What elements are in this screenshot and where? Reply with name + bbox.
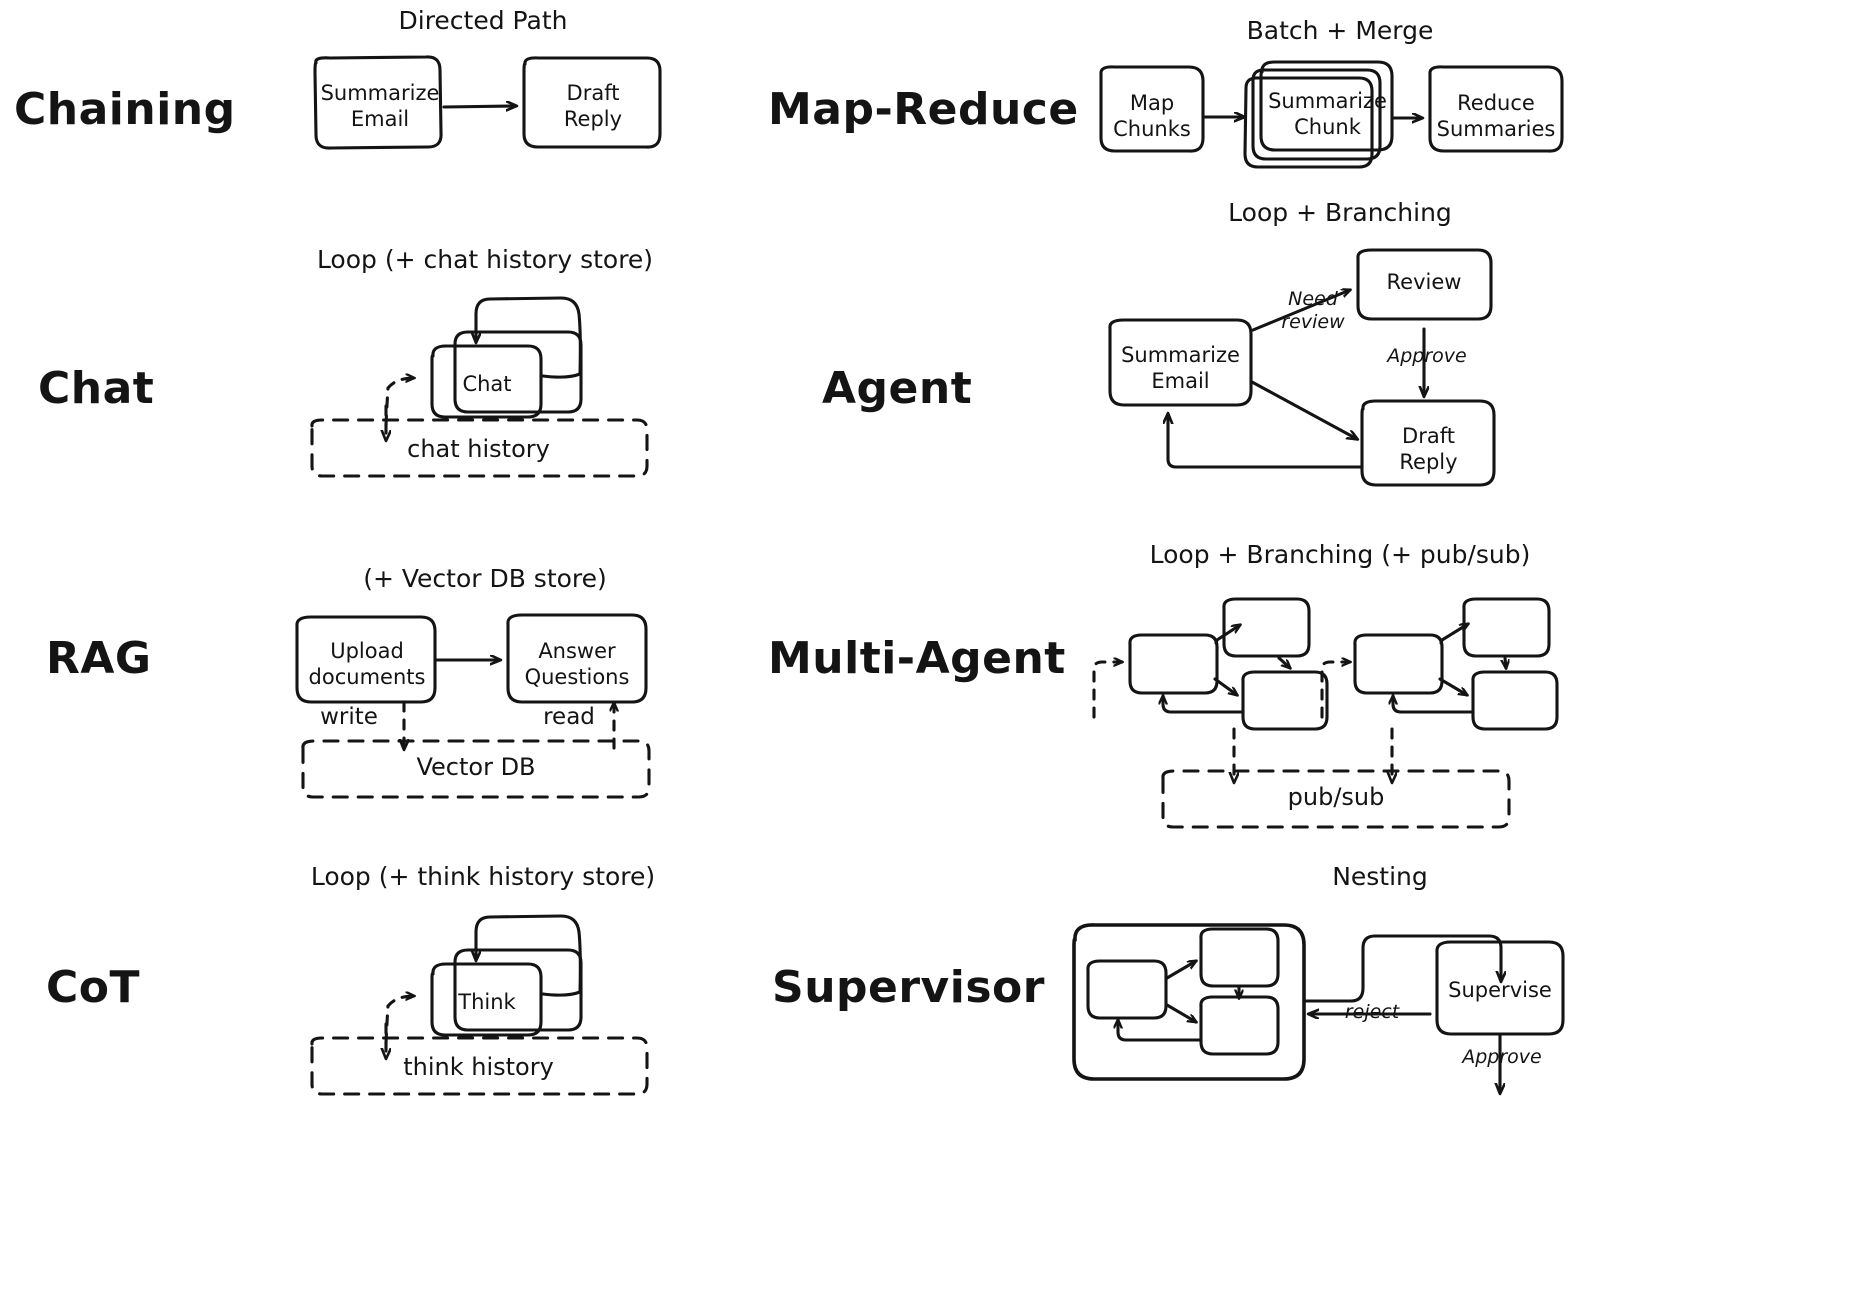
node-think-shape bbox=[430, 962, 543, 1037]
cluster1-node-left bbox=[1128, 633, 1219, 695]
node-supervise-shape bbox=[1435, 940, 1565, 1036]
edge-chat-self-loop bbox=[476, 296, 582, 379]
node-agent-draft-reply-shape bbox=[1360, 399, 1496, 487]
caption-map-reduce: Batch + Merge bbox=[1246, 16, 1434, 45]
cluster1-edge-left-to-top bbox=[1214, 625, 1240, 645]
edge-summarize-to-draft bbox=[442, 106, 516, 107]
caption-multi-agent: Loop + Branching (+ pub/sub) bbox=[1149, 540, 1531, 569]
pattern-name-supervisor: Supervisor bbox=[772, 962, 1045, 1013]
node-upload-documents-shape bbox=[295, 615, 437, 704]
cluster1-edge-left-to-right bbox=[1213, 677, 1237, 695]
caption-supervisor: Nesting bbox=[1332, 862, 1428, 891]
node-map-chunks-shape bbox=[1099, 65, 1205, 153]
cluster2-node-right bbox=[1471, 670, 1559, 731]
pattern-name-cot: CoT bbox=[46, 962, 141, 1013]
sup-edge-left-to-bottom bbox=[1165, 1003, 1196, 1022]
cluster1-edge-top-to-right bbox=[1277, 656, 1290, 668]
cluster2-edge-left-to-top bbox=[1439, 624, 1468, 645]
cluster1-node-right bbox=[1241, 670, 1329, 731]
caption-chat: Loop (+ chat history store) bbox=[316, 245, 654, 274]
edge-chat-history-read bbox=[384, 378, 414, 427]
node-draft-reply-shape bbox=[522, 56, 662, 149]
cluster2-edge-dashed-in bbox=[1320, 662, 1350, 719]
cluster2-edge-top-to-right bbox=[1505, 656, 1506, 668]
node-summarize-chunk-stack-back bbox=[1243, 76, 1374, 169]
cluster1-node-top bbox=[1222, 597, 1311, 658]
cluster2-edge-right-back bbox=[1393, 696, 1475, 714]
pattern-name-map-reduce: Map-Reduce bbox=[768, 84, 1079, 135]
multi-agent-graphics bbox=[1092, 597, 1559, 829]
sup-node-bottom bbox=[1199, 995, 1280, 1056]
store-think-history-shape bbox=[310, 1036, 649, 1096]
supervisor-agent-cluster bbox=[1086, 927, 1280, 1056]
store-pub-sub-shape bbox=[1161, 769, 1511, 829]
node-reduce-summaries-shape bbox=[1428, 65, 1564, 153]
sup-edge-bottom-back bbox=[1118, 1020, 1203, 1042]
store-chat-history-shape bbox=[310, 418, 649, 478]
pattern-name-multi-agent: Multi-Agent bbox=[768, 633, 1066, 684]
caption-chaining: Directed Path bbox=[398, 6, 568, 35]
node-think-stack-back bbox=[453, 948, 583, 1032]
pattern-name-agent: Agent bbox=[822, 363, 973, 414]
caption-cot: Loop (+ think history store) bbox=[310, 862, 656, 891]
pattern-name-chat: Chat bbox=[38, 363, 155, 414]
agent-graphics bbox=[1108, 248, 1496, 487]
rag-graphics bbox=[295, 613, 651, 799]
map-reduce-graphics bbox=[1099, 60, 1564, 169]
cluster2-node-top bbox=[1462, 597, 1551, 658]
caption-agent: Loop + Branching bbox=[1228, 198, 1452, 227]
agent-cluster-1 bbox=[1092, 597, 1329, 782]
edge-think-self-loop bbox=[476, 914, 582, 997]
node-chat-shape bbox=[430, 344, 543, 419]
node-review-shape bbox=[1356, 248, 1493, 321]
node-summarize-email-shape bbox=[313, 55, 443, 150]
pattern-name-rag: RAG bbox=[46, 633, 152, 684]
cot-graphics bbox=[310, 914, 649, 1096]
pattern-name-chaining: Chaining bbox=[14, 84, 236, 135]
node-summarize-chunk-shape bbox=[1259, 60, 1394, 152]
edge-think-history-read bbox=[384, 996, 414, 1045]
node-summarize-chunk-stack-mid bbox=[1251, 68, 1382, 161]
cluster1-edge-right-back bbox=[1163, 696, 1245, 714]
sup-edge-left-to-top bbox=[1165, 961, 1196, 980]
caption-rag: (+ Vector DB store) bbox=[363, 564, 607, 593]
sup-node-left bbox=[1086, 959, 1168, 1020]
sup-node-top bbox=[1199, 927, 1280, 988]
edge-summarize-to-draft-agent bbox=[1250, 380, 1357, 439]
cluster2-node-left bbox=[1353, 633, 1444, 695]
agent-cluster-2 bbox=[1320, 597, 1559, 782]
edge-draft-back-to-summarize bbox=[1168, 414, 1363, 469]
edge-need-review bbox=[1251, 290, 1350, 332]
chat-graphics bbox=[310, 296, 649, 478]
node-chat-stack-back bbox=[453, 330, 583, 414]
node-answer-questions-shape bbox=[506, 613, 648, 704]
cluster1-edge-dashed-in bbox=[1092, 662, 1122, 719]
supervisor-outer-container bbox=[1072, 923, 1306, 1081]
edge-cluster-to-supervise bbox=[1304, 934, 1501, 1003]
chaining-graphics bbox=[313, 55, 662, 150]
node-agent-summarize-email-shape bbox=[1108, 318, 1253, 407]
supervisor-graphics bbox=[1072, 923, 1565, 1093]
store-vector-db-shape bbox=[301, 739, 651, 799]
cluster2-edge-left-to-right bbox=[1438, 677, 1467, 695]
